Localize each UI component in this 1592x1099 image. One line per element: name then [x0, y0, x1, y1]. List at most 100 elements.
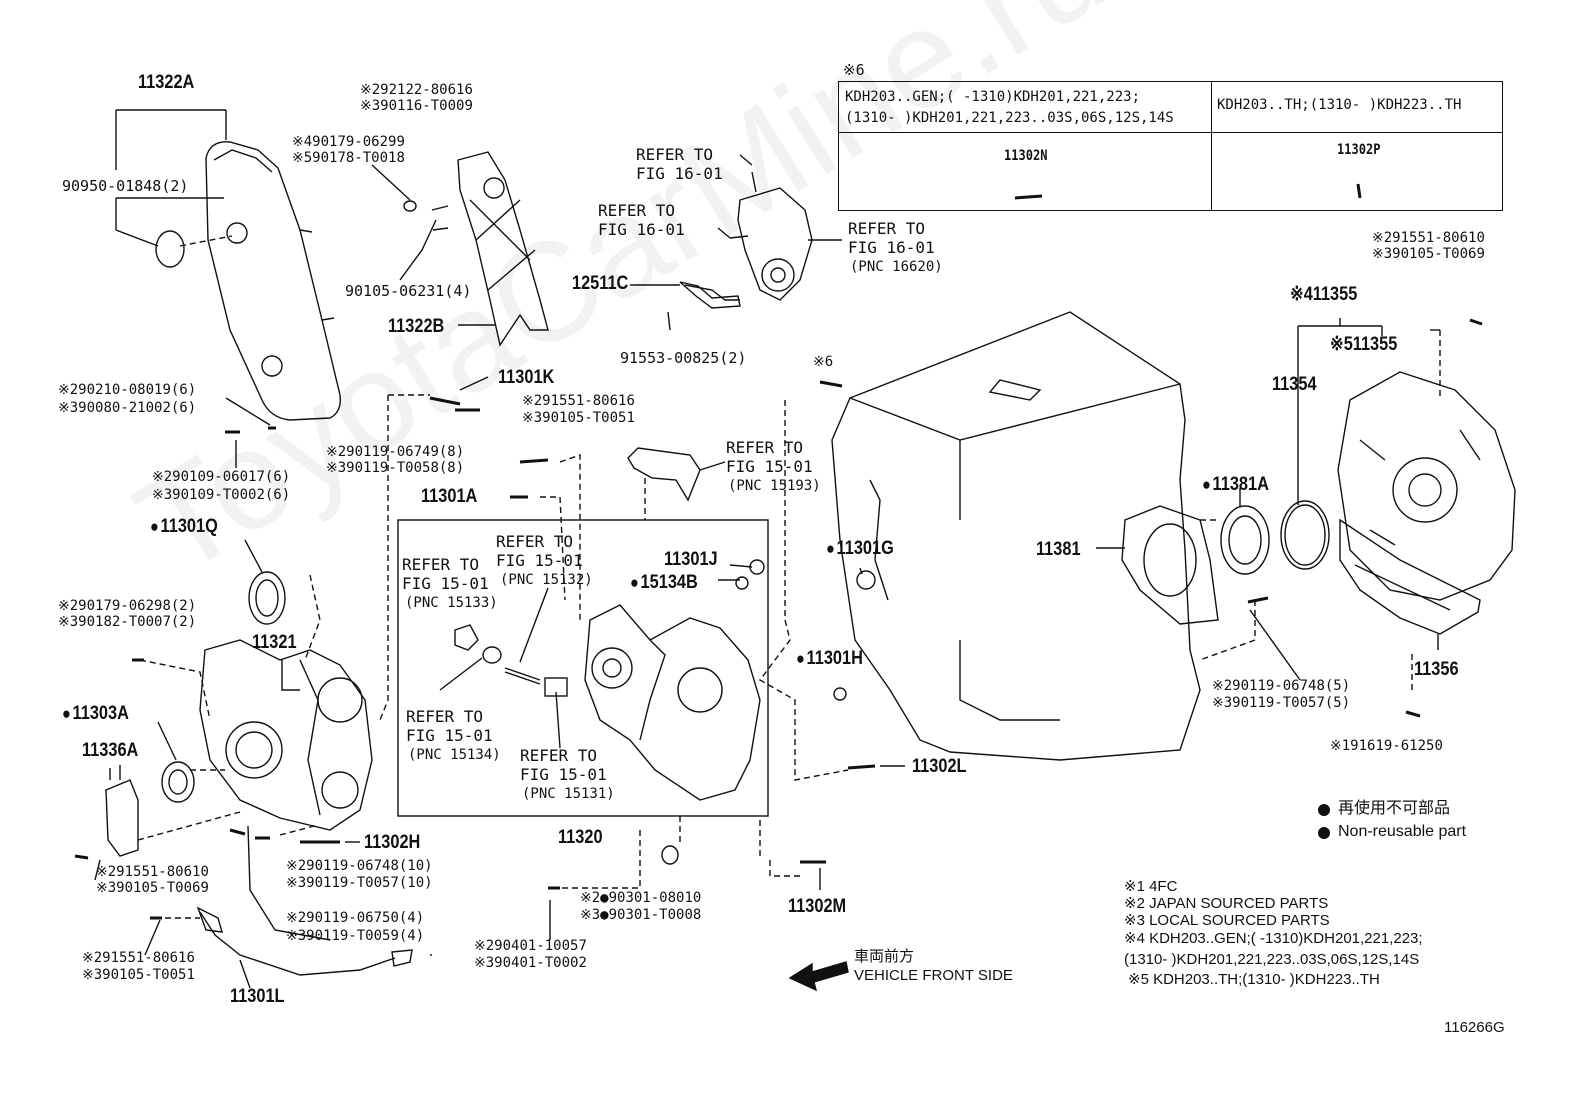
part-11301A[interactable]: 11301A — [421, 486, 478, 507]
part-290179-06298[interactable]: ※290179-06298(2) — [58, 598, 197, 614]
table-col2-line1: KDH203..TH;(1310- )KDH223..TH — [1217, 97, 1462, 113]
part-11302L[interactable]: 11302L — [912, 756, 967, 777]
vehicle-front-en: VEHICLE FRONT SIDE — [854, 967, 1013, 984]
note-1: ※1 4FC — [1124, 878, 1178, 895]
refer-fig-16-01-b-line1[interactable]: REFER TO — [598, 201, 676, 220]
part-390109-T0002[interactable]: ※390109-T0002(6) — [152, 487, 291, 503]
refer-fig-15-01-pnc15193-line2[interactable]: FIG 15-01 — [726, 457, 813, 476]
refer-fig-16-01-b-line2[interactable]: FIG 16-01 — [598, 220, 685, 239]
part-291551-80610-l[interactable]: ※291551-80610 — [96, 864, 209, 880]
part-390182-T0007[interactable]: ※390182-T0007(2) — [58, 614, 197, 630]
part-11301H[interactable]: 11301H — [796, 648, 863, 669]
refer-fig-15-01-pnc15193-line1[interactable]: REFER TO — [726, 438, 804, 457]
refer-fig-15-01-pnc15134-line1[interactable]: REFER TO — [406, 707, 484, 726]
rear-oil-seal-retainer — [1121, 505, 1219, 625]
part-11320[interactable]: 11320 — [558, 827, 603, 848]
legend-non-reusable-en: Non-reusable part — [1338, 823, 1467, 840]
part-11356[interactable]: 11356 — [1414, 659, 1459, 680]
spacer-11354 — [1280, 500, 1330, 570]
leader-lines — [137, 330, 1441, 956]
vehicle-front-arrow — [788, 961, 849, 992]
part-15134B[interactable]: 15134B — [630, 572, 698, 593]
table-col1-line1: KDH203..GEN;( -1310)KDH201,221,223; — [845, 89, 1141, 105]
part-11301L[interactable]: 11301L — [230, 986, 285, 1007]
part-291551-80616-b[interactable]: ※291551-80616 — [82, 950, 195, 966]
part-390105-T0069-r[interactable]: ※390105-T0069 — [1372, 246, 1485, 262]
part-11381A[interactable]: 11381A — [1202, 474, 1269, 495]
part-11302M[interactable]: 11302M — [788, 896, 847, 917]
part-290119-06748-10[interactable]: ※290119-06748(10) — [286, 858, 433, 874]
part-90950-01848[interactable]: 90950-01848(2) — [62, 177, 189, 195]
refer-fig-15-01-pnc15131-line1[interactable]: REFER TO — [520, 746, 598, 765]
refer-fig-16-01-c-line1[interactable]: REFER TO — [848, 219, 926, 238]
part-411355[interactable]: ※411355 — [1290, 284, 1358, 305]
table-part-11302P[interactable]: 11302P — [1337, 142, 1381, 158]
part-11301G[interactable]: 11301G — [826, 538, 894, 559]
part-290119-06750[interactable]: ※290119-06750(4) — [286, 910, 425, 926]
part-11303A[interactable]: 11303A — [62, 703, 129, 724]
part-390105-T0051-k[interactable]: ※390105-T0051 — [522, 410, 635, 426]
part-390105-T0051-b[interactable]: ※390105-T0051 — [82, 967, 195, 983]
refer-fig-16-01-a-line2[interactable]: FIG 16-01 — [636, 164, 723, 183]
refer-pnc-15133[interactable]: (PNC 15133) — [405, 595, 498, 611]
rear-oil-seal — [1220, 505, 1270, 575]
part-11322A[interactable]: 11322A — [138, 72, 195, 93]
bolt-head — [403, 200, 417, 212]
part-12511C[interactable]: 12511C — [572, 273, 629, 294]
note-4-line1: ※4 KDH203..GEN;( -1310)KDH201,221,223; — [1124, 930, 1423, 947]
part-11302H[interactable]: 11302H — [364, 832, 421, 853]
refer-fig-15-01-pnc15133-line1[interactable]: REFER TO — [402, 555, 480, 574]
refer-pnc-16620[interactable]: (PNC 16620) — [850, 259, 943, 275]
refer-fig-15-01-pnc15133-line2[interactable]: FIG 15-01 — [402, 574, 489, 593]
part-11336A[interactable]: 11336A — [82, 740, 139, 761]
part-note-6[interactable]: ※6 — [813, 354, 834, 370]
part-390116-T0009[interactable]: ※390116-T0009 — [360, 98, 473, 114]
table-part-11302N[interactable]: 11302N — [1004, 148, 1048, 164]
part-390401-T0002[interactable]: ※390401-T0002 — [474, 955, 587, 971]
refer-fig-16-01-a-line1[interactable]: REFER TO — [636, 145, 714, 164]
refer-pnc-15193[interactable]: (PNC 15193) — [728, 478, 821, 494]
part-11301J[interactable]: 11301J — [664, 549, 718, 570]
part-490179-06299[interactable]: ※490179-06299 — [292, 134, 405, 150]
part-291551-80610-r[interactable]: ※291551-80610 — [1372, 230, 1485, 246]
part-290119-06748-5[interactable]: ※290119-06748(5) — [1212, 678, 1351, 694]
part-290119-06749[interactable]: ※290119-06749(8) — [326, 444, 465, 460]
part-390119-T0058[interactable]: ※390119-T0058(8) — [326, 460, 465, 476]
part-290109-06017[interactable]: ※290109-06017(6) — [152, 469, 291, 485]
plug-90950 — [155, 230, 185, 268]
refer-pnc-15132[interactable]: (PNC 15132) — [500, 572, 593, 588]
part-11322B[interactable]: 11322B — [388, 316, 445, 337]
refer-fig-15-01-pnc15134-line2[interactable]: FIG 15-01 — [406, 726, 493, 745]
part-191619-61250[interactable]: ※191619-61250 — [1330, 738, 1443, 754]
timing-chain-case-11336A — [105, 779, 139, 857]
part-290401-10057[interactable]: ※290401-10057 — [474, 938, 587, 954]
part-291551-80616-k[interactable]: ※291551-80616 — [522, 393, 635, 409]
part-11301K[interactable]: 11301K — [498, 367, 555, 388]
refer-pnc-15134[interactable]: (PNC 15134) — [408, 747, 501, 763]
part-290301-08010[interactable]: ※2●90301-08010 — [580, 890, 702, 906]
refer-fig-16-01-c-line2[interactable]: FIG 16-01 — [848, 238, 935, 257]
part-590178-T0018[interactable]: ※590178-T0018 — [292, 150, 405, 166]
part-390119-T0059[interactable]: ※390119-T0059(4) — [286, 928, 425, 944]
part-390119-T0057-5[interactable]: ※390119-T0057(5) — [1212, 695, 1351, 711]
oil-pump-body — [584, 604, 761, 801]
part-91553-00825[interactable]: 91553-00825(2) — [620, 349, 747, 367]
part-90105-06231[interactable]: 90105-06231(4) — [345, 282, 472, 300]
refer-pnc-15131[interactable]: (PNC 15131) — [522, 786, 615, 802]
part-390105-T0069-l[interactable]: ※390105-T0069 — [96, 880, 209, 896]
part-390080-21002[interactable]: ※390080-21002(6) — [58, 400, 197, 416]
part-390119-T0057-10[interactable]: ※390119-T0057(10) — [286, 875, 433, 891]
part-11381[interactable]: 11381 — [1036, 539, 1081, 560]
part-11321[interactable]: 11321 — [252, 632, 297, 653]
o-ring — [661, 845, 679, 865]
part-292122-80616[interactable]: ※292122-80616 — [360, 82, 473, 98]
refer-fig-15-01-pnc15131-line2[interactable]: FIG 15-01 — [520, 765, 607, 784]
refer-fig-15-01-pnc15132-line1[interactable]: REFER TO — [496, 532, 574, 551]
refer-fig-15-01-pnc15132-line2[interactable]: FIG 15-01 — [496, 551, 583, 570]
part-511355[interactable]: ※511355 — [1330, 334, 1398, 355]
part-11354[interactable]: 11354 — [1272, 374, 1317, 395]
note-4-line2: (1310- )KDH201,221,223..03S,06S,12S,14S — [1124, 951, 1420, 968]
part-390301-T0008[interactable]: ※3●90301-T0008 — [580, 907, 702, 923]
part-11301Q[interactable]: 11301Q — [150, 516, 218, 537]
part-290210-08019[interactable]: ※290210-08019(6) — [58, 382, 197, 398]
